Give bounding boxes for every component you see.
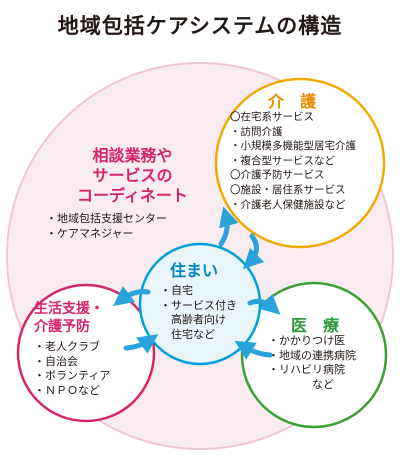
care-circle [214, 77, 386, 249]
list-item: ・複合型サービスなど [230, 154, 335, 167]
list-item: ・ケアマネジャー [46, 226, 134, 240]
list-item: ・地域包括支援センター [46, 212, 167, 225]
support-heading: 生活支援・ 介護予防 [34, 300, 104, 336]
arrow-support-to-housing [123, 334, 159, 354]
medical-list: ・かかりつけ医 ・地域の連携病院 ・リハビリ病院 など [268, 334, 356, 392]
housing-heading: 住まい [170, 261, 219, 280]
list-item: ・ボランティア [34, 369, 111, 382]
list-item: ・介護老人保健施設など [230, 198, 346, 211]
list-item: 〇在宅系サービス [230, 111, 314, 123]
support-heading-line: 介護予防 [34, 319, 90, 335]
list-item: ・リハビリ病院 [268, 363, 345, 376]
consultation-heading-line: 相談業務や [92, 146, 173, 165]
list-item: 高齢者向け [160, 313, 226, 326]
list-item: ・自治会 [34, 354, 78, 368]
care-list: 〇在宅系サービス ・訪問介護 ・小規模多機能型居宅介護 ・複合型サービスなど 〇… [230, 110, 356, 212]
list-item: ・自宅 [160, 284, 193, 297]
list-item: 住宅など [160, 327, 215, 341]
arrow-housing-to-care [218, 206, 239, 247]
diagram-title: 地域包括ケアシステムの構造 [57, 14, 343, 38]
housing-list: ・自宅 ・サービス付き 高齢者向け 住宅など [160, 284, 237, 342]
care-heading: 介 護 [268, 92, 317, 111]
arrow-care-to-housing [242, 233, 265, 270]
support-list: ・老人クラブ ・自治会 ・ボランティア ・ＮＰＯなど [34, 340, 110, 398]
list-item: ・ＮＰＯなど [34, 383, 100, 397]
list-item: ・かかりつけ医 [268, 334, 346, 347]
consultation-heading-line: コーディネート [77, 186, 188, 205]
list-item: ・サービス付き [160, 298, 237, 312]
support-heading-line: 生活支援・ [34, 301, 104, 317]
consultation-heading: 相談業務や サービスの コーディネート [70, 146, 195, 206]
arrow-medical-to-housing [234, 340, 273, 360]
arrow-housing-to-support [113, 285, 151, 307]
consultation-heading-line: サービスの [92, 166, 173, 185]
medical-heading: 医 療 [291, 316, 340, 335]
arrow-housing-to-medical [247, 293, 281, 315]
list-item: ・地域の連携病院 [268, 348, 356, 362]
flow-arrows [113, 206, 281, 360]
list-item: ・老人クラブ [34, 340, 100, 353]
consultation-list: ・地域包括支援センター ・ケアマネジャー [46, 212, 167, 241]
list-item: ・訪問介護 [230, 125, 283, 138]
list-item: 〇介護予防サービス [230, 169, 325, 182]
list-item: 〇施設・居住系サービス [230, 183, 346, 196]
list-item: ・小規模多機能型居宅介護 [230, 140, 356, 153]
list-item: など [268, 377, 334, 391]
